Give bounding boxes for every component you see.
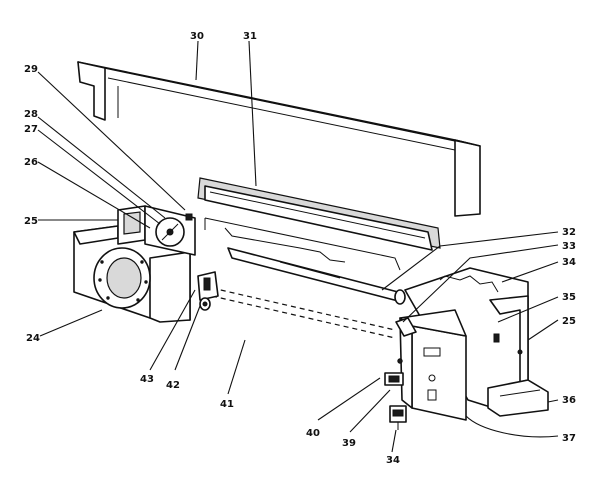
callout-33: 33 xyxy=(562,241,576,252)
callout-28: 28 xyxy=(24,109,38,120)
callout-24: 24 xyxy=(26,333,40,344)
support-rod xyxy=(227,247,406,305)
connector-plug xyxy=(389,405,407,430)
callout-35: 35 xyxy=(562,292,576,303)
callout-29: 29 xyxy=(24,64,38,75)
trim-channel xyxy=(197,177,441,251)
control-box xyxy=(395,309,467,421)
left-housing xyxy=(73,225,191,323)
callout-39: 39 xyxy=(342,438,356,449)
axle-shaft xyxy=(211,287,396,339)
callout-34-right: 34 xyxy=(562,257,576,268)
callout-31: 31 xyxy=(243,31,257,42)
rear-backing-plate xyxy=(204,217,401,271)
callout-32: 32 xyxy=(562,227,576,238)
timer-assembly xyxy=(117,205,196,256)
callout-37: 37 xyxy=(562,433,576,444)
callout-40: 40 xyxy=(306,428,320,439)
callout-26: 26 xyxy=(24,157,38,168)
small-knob xyxy=(199,297,211,311)
callout-25-right: 25 xyxy=(562,316,576,327)
terminal-block xyxy=(384,372,404,386)
callout-41: 41 xyxy=(220,399,234,410)
callout-34-bottom: 34 xyxy=(386,455,400,466)
leader-lines xyxy=(37,40,559,453)
switch-bracket xyxy=(197,271,219,301)
callout-42: 42 xyxy=(166,380,180,391)
callout-36: 36 xyxy=(562,395,576,406)
callout-30: 30 xyxy=(190,31,204,42)
callout-43: 43 xyxy=(140,374,154,385)
top-cover-panel xyxy=(77,61,481,217)
callout-25-left: 25 xyxy=(24,216,38,227)
terminal-screw xyxy=(397,358,403,364)
callout-numbers: 30 31 29 28 27 26 25 24 43 42 41 40 39 3… xyxy=(24,31,576,466)
callout-27: 27 xyxy=(24,124,38,135)
